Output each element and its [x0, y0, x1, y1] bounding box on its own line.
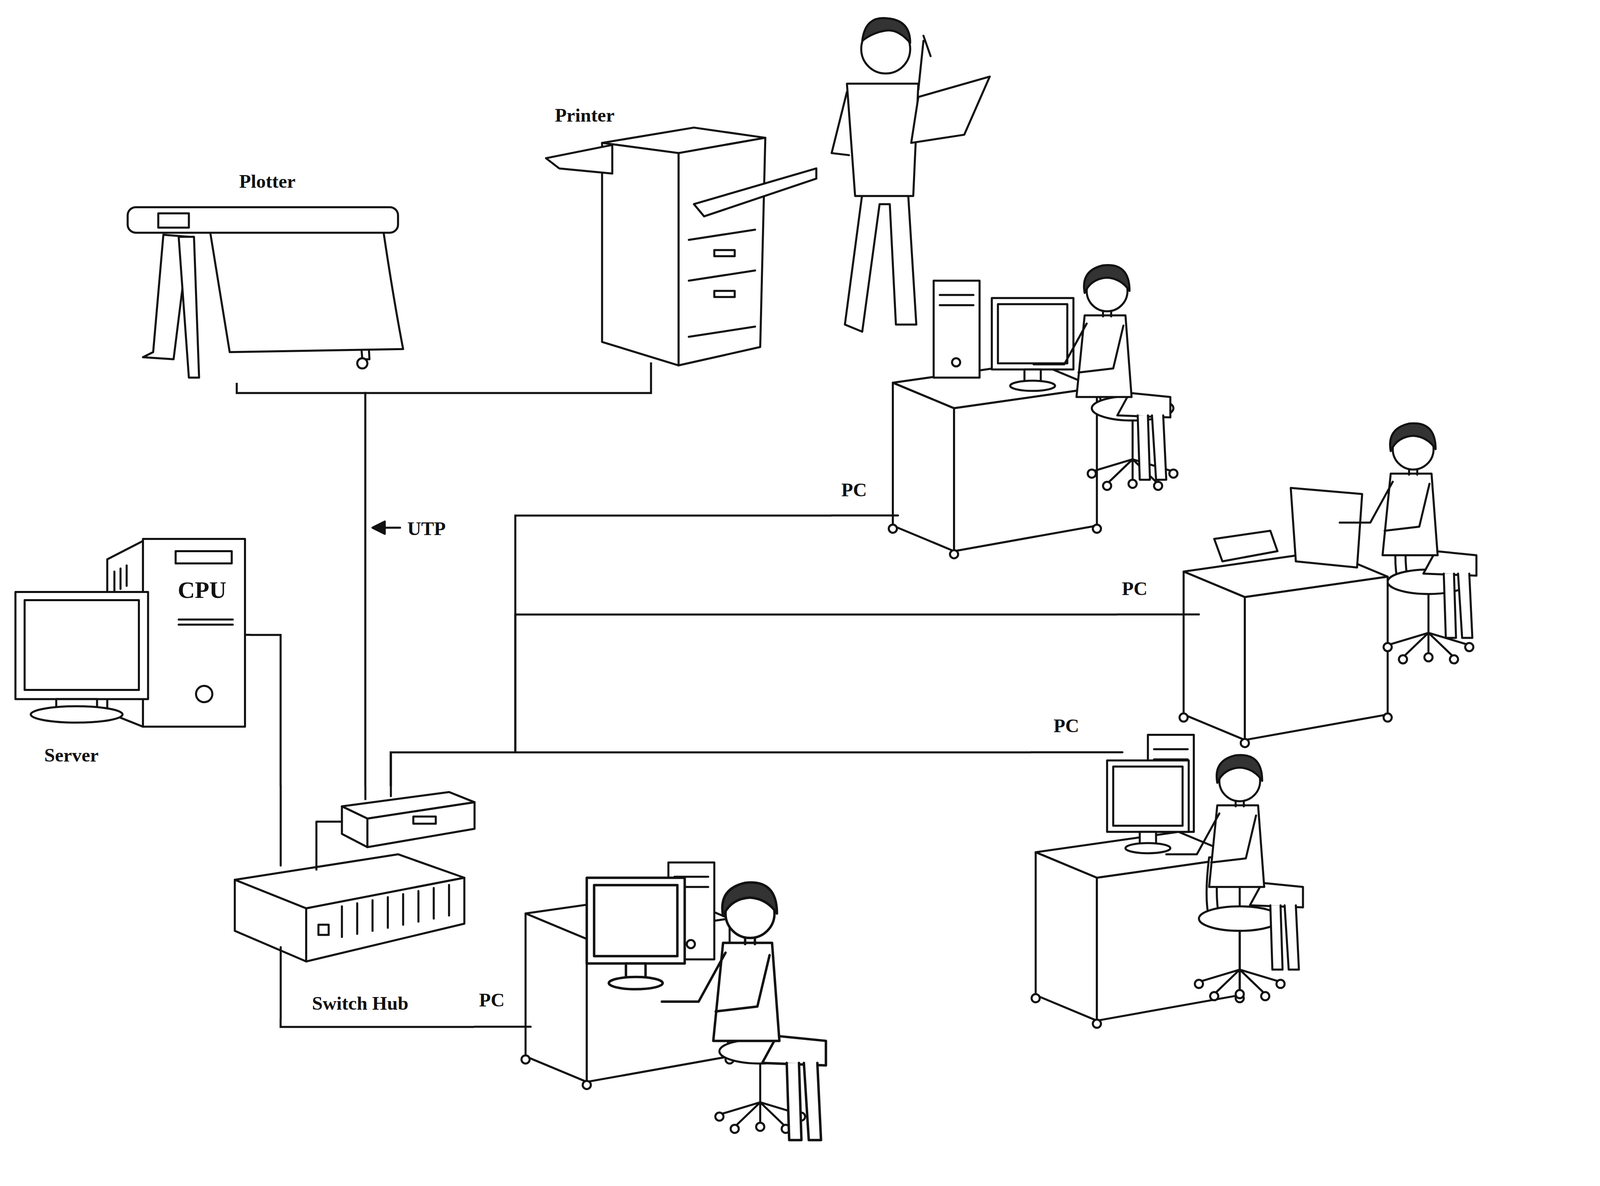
workstation-drawing: [521, 862, 826, 1140]
device-label: PC: [1051, 715, 1082, 737]
server-drawing: [178, 618, 233, 621]
utp-pointer: [372, 521, 385, 534]
switch-hub-drawing: [341, 884, 450, 937]
workstation-drawing: [1214, 530, 1278, 561]
switch-hub-drawing: [413, 816, 436, 824]
network-cable: [390, 751, 1031, 786]
network-cable: [236, 382, 366, 786]
part-label: CPU: [175, 576, 229, 603]
printer-drawing: [678, 137, 766, 366]
plotter-drawing: [127, 207, 404, 378]
device-label: Plotter: [236, 170, 298, 193]
network-cable: [390, 515, 832, 786]
standing-person-drawing: [862, 17, 911, 43]
wire-stub: [316, 821, 343, 870]
workstation-drawing: [888, 264, 1178, 558]
standing-person-drawing: [831, 91, 850, 156]
printer-drawing: [688, 229, 756, 240]
plotter-drawing: [158, 213, 189, 228]
device-label: PC: [476, 989, 508, 1011]
network-cable: [390, 614, 1117, 786]
workstation-drawing: [1179, 550, 1392, 747]
device-node: PC: [474, 857, 827, 1174]
device-label: PC: [1119, 578, 1151, 600]
wire-stub: [1117, 613, 1199, 616]
wire-stub: [279, 946, 282, 1019]
workstation-drawing: [1107, 760, 1189, 854]
server-drawing: [142, 538, 245, 727]
server-drawing: [15, 538, 246, 727]
workstation-drawing: [1033, 264, 1171, 480]
printer-drawing: [714, 250, 735, 257]
workstation-drawing: [933, 280, 980, 378]
standing-person-drawing: [911, 76, 991, 144]
switch-hub-drawing: [234, 791, 475, 962]
printer-drawing: [693, 168, 817, 217]
workstation-drawing: [1339, 423, 1477, 638]
switch-hub-drawing: [318, 924, 329, 935]
device-label: Server: [42, 744, 102, 766]
wire-stub: [831, 514, 899, 517]
device-node: Server: [12, 530, 251, 771]
workstation-drawing: [991, 297, 1074, 391]
device-label: Printer: [552, 104, 617, 127]
printer-drawing: [688, 270, 756, 281]
server-drawing: [119, 568, 122, 589]
workstation-drawing: [1166, 754, 1304, 970]
device-node: PC: [1030, 709, 1306, 1011]
switch-hub-drawing: [234, 879, 307, 962]
utp-pointer: [372, 521, 401, 534]
wire-stub: [245, 633, 251, 636]
device-node: Switch Hub: [229, 785, 472, 1019]
printer-drawing: [545, 127, 817, 366]
plotter-drawing: [209, 226, 404, 353]
workstation-drawing: [1031, 734, 1304, 1028]
plotter-drawing: [178, 236, 200, 378]
device-label: Switch Hub: [309, 992, 411, 1014]
workstation-drawing: [888, 362, 1102, 559]
server-drawing: [113, 571, 116, 592]
server-drawing: [15, 591, 149, 699]
network-cable: [280, 1018, 475, 1027]
wire-stub: [474, 1025, 531, 1028]
printer-drawing: [714, 290, 735, 297]
wire-stub: [1030, 751, 1123, 754]
server-drawing: [178, 623, 233, 626]
workstation-drawing: [1179, 423, 1477, 747]
device-node: PC: [831, 250, 1174, 546]
server-drawing: [24, 600, 139, 690]
standing-person-drawing: [846, 83, 919, 196]
standing-person-drawing: [923, 35, 931, 57]
device-label: PC: [838, 479, 870, 501]
printer-drawing: [688, 326, 756, 337]
wire-stub: [364, 785, 367, 800]
workstation-drawing: [586, 877, 685, 989]
cable-label: UTP: [405, 518, 449, 540]
network-cable: [250, 634, 281, 786]
switch-hub-drawing: [306, 877, 465, 962]
plotter-drawing: [357, 358, 368, 369]
wire-stub: [245, 515, 1199, 1027]
server-drawing: [30, 706, 123, 723]
server-drawing: [125, 565, 128, 586]
workstation-drawing: [1290, 487, 1363, 568]
network-cable: [365, 362, 651, 786]
server-drawing: [175, 550, 232, 563]
printer-drawing: [545, 144, 613, 174]
switch-hub-drawing: [341, 806, 368, 847]
workstation-drawing: [661, 881, 826, 1140]
wire-stub: [279, 785, 282, 866]
printer-drawing: [602, 142, 679, 366]
server-drawing: [195, 685, 213, 703]
device-node: Printer: [545, 101, 817, 363]
wire-stub: [390, 785, 393, 796]
standing-person-drawing: [918, 40, 924, 90]
device-node: PC: [1116, 418, 1480, 735]
standing-person-drawing: [844, 193, 917, 332]
switch-hub-drawing: [367, 802, 475, 847]
plotter-drawing: [127, 207, 399, 233]
device-node: Plotter: [122, 168, 404, 383]
